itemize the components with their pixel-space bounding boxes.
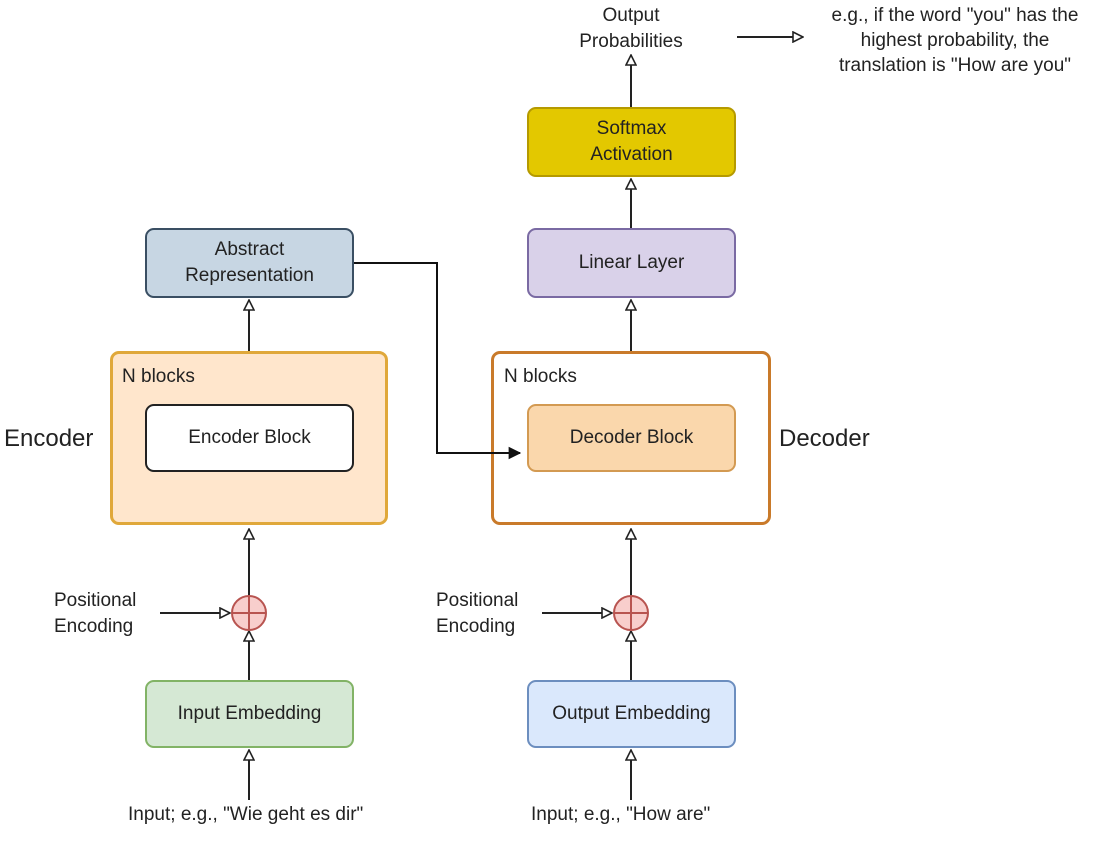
input-embedding[interactable]: Input Embedding	[145, 680, 354, 748]
translation-note: e.g., if the word "you" has the highest …	[831, 5, 1079, 76]
decoder-n-blocks-label: N blocks	[504, 366, 577, 387]
linear-layer[interactable]: Linear Layer	[527, 228, 736, 298]
encoder-positional-encoding-label: Positional Encoding	[54, 590, 137, 637]
softmax-activation[interactable]: Softmax Activation	[527, 107, 736, 177]
decoder-adder-icon	[613, 595, 649, 631]
encoder-section-label: Encoder	[4, 425, 94, 452]
abstract-representation[interactable]: Abstract Representation	[145, 228, 354, 298]
encoder-adder-icon	[231, 595, 267, 631]
decoder-positional-encoding-label: Positional Encoding	[436, 590, 519, 637]
decoder-section-label: Decoder	[779, 425, 870, 452]
output-probabilities-label: Output Probabilities	[579, 5, 683, 52]
encoder-n-blocks-label: N blocks	[122, 366, 195, 387]
output-embedding[interactable]: Output Embedding	[527, 680, 736, 748]
encoder-input-text: Input; e.g., "Wie geht es dir"	[128, 804, 364, 825]
decoder-block[interactable]: Decoder Block	[527, 404, 736, 472]
arrow-abstract-to-decoder-block	[354, 262, 520, 453]
decoder-input-text: Input; e.g., "How are"	[531, 804, 711, 825]
encoder-block[interactable]: Encoder Block	[145, 404, 354, 472]
